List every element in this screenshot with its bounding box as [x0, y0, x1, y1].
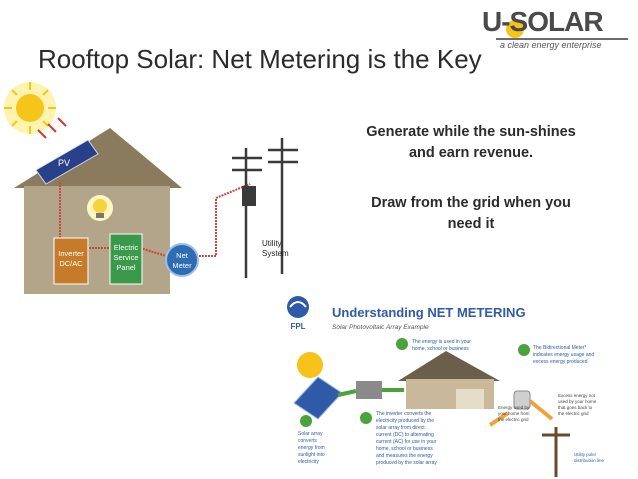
svg-text:home, school or business: home, school or business [376, 446, 433, 452]
generate-message: Generate while the sun-shines and earn r… [342, 122, 600, 164]
panel-label-3: Panel [116, 263, 136, 272]
svg-text:current (DC) to alternating: current (DC) to alternating [376, 432, 434, 438]
light-bulb-icon [87, 195, 113, 221]
svg-text:Energy used by: Energy used by [498, 405, 530, 410]
pv-panel: PV [35, 139, 99, 185]
panel-label-2: Service [113, 253, 138, 262]
svg-text:and measures the energy: and measures the energy [376, 453, 433, 459]
utility-pole-text: Utility pole/ distribution line [574, 452, 605, 463]
logo-underline [496, 38, 628, 40]
inverter-icon [356, 381, 382, 399]
meter-label-2: Meter [172, 261, 192, 270]
utility-label-2: System [262, 249, 289, 258]
fpl-brand: FPL [290, 322, 305, 331]
svg-text:home, school or business: home, school or business [412, 346, 469, 352]
sun-logo-icon [506, 20, 524, 38]
step-1-badge [300, 415, 312, 427]
u-solar-logo: U-SOLAR a clean energy enterprise [482, 6, 632, 54]
grid-energy-text: Energy used by your home from the electr… [498, 405, 530, 422]
svg-text:the electric grid: the electric grid [498, 417, 529, 422]
flow-arrows [337, 388, 404, 397]
logo-tagline: a clean energy enterprise [500, 40, 602, 50]
svg-text:converts: converts [298, 438, 317, 444]
utility-pole-icon [542, 427, 570, 477]
fpl-logo-icon: FPL [287, 296, 309, 331]
svg-text:used by your home: used by your home [558, 399, 597, 404]
step-1-text: Solar array converts energy from sunligh… [298, 431, 325, 465]
fpl-net-metering-infographic: FPL Understanding NET METERING Solar Pho… [280, 293, 636, 479]
step-3-text: The energy is used in your home, school … [412, 339, 471, 352]
sun-icon [4, 82, 56, 134]
generate-line-1: Generate while the sun-shines [366, 124, 576, 140]
draw-line-2: need it [447, 216, 495, 232]
step-4-badge [518, 344, 530, 356]
net-meter: Net Meter [165, 243, 199, 277]
inverter-box: Inverter DC/AC [53, 237, 89, 285]
house-roof [14, 128, 182, 188]
slide-title: Rooftop Solar: Net Metering is the Key [38, 44, 482, 74]
svg-text:Solar array: Solar array [298, 431, 323, 437]
svg-text:electricity: electricity [298, 459, 319, 465]
step-2-text: The inverter converts the electricity pr… [376, 411, 437, 466]
generate-line-2: and earn revenue. [408, 145, 534, 161]
svg-text:current (AC) for use in your: current (AC) for use in your [376, 439, 437, 445]
svg-text:Excess energy not: Excess energy not [558, 393, 596, 398]
utility-pole-icon [232, 138, 298, 278]
inverter-label-1: Inverter [58, 249, 84, 258]
svg-text:excess energy produced: excess energy produced [533, 359, 588, 365]
panel-label-1: Electric [114, 243, 139, 252]
fpl-heading: Understanding NET METERING [332, 305, 526, 320]
excess-energy-text: Excess energy not used by your home that… [558, 393, 597, 416]
pv-label: PV [58, 158, 70, 168]
svg-text:the electric grid: the electric grid [558, 411, 589, 416]
wiring [59, 182, 251, 257]
logo-name: U-SOLAR [482, 6, 604, 37]
step-3-badge [396, 338, 408, 350]
svg-text:sunlight into: sunlight into [298, 452, 325, 458]
sunlight-arrows [37, 117, 67, 139]
svg-text:your home from: your home from [498, 411, 530, 416]
svg-text:The Bidirectional Meter*: The Bidirectional Meter* [533, 345, 586, 351]
step-2-badge [360, 412, 372, 424]
draw-line-1: Draw from the grid when you [371, 195, 571, 211]
fpl-subheading: Solar Photovoltaic Array Example [332, 324, 429, 331]
house-diagram: PV Inverter DC/AC Electric Service Panel… [4, 82, 298, 294]
svg-text:Utility pole/: Utility pole/ [574, 452, 597, 457]
svg-text:The inverter converts the: The inverter converts the [376, 411, 432, 417]
svg-text:solar array from direct: solar array from direct [376, 425, 425, 431]
svg-text:that goes back to: that goes back to [558, 405, 593, 410]
sun-icon [297, 352, 323, 378]
svg-text:electricity produced by the: electricity produced by the [376, 418, 434, 424]
svg-text:The energy is used in your: The energy is used in your [412, 339, 471, 345]
step-4-text: The Bidirectional Meter* indicates energ… [533, 345, 594, 365]
draw-message: Draw from the grid when you need it [342, 193, 600, 235]
bidirectional-meter-icon [513, 390, 531, 410]
svg-text:produced by the solar array: produced by the solar array [376, 460, 437, 466]
electric-service-panel: Electric Service Panel [109, 233, 143, 285]
svg-text:energy from: energy from [298, 445, 325, 451]
meter-label-1: Net [176, 251, 189, 260]
svg-text:distribution line: distribution line [574, 458, 605, 463]
utility-label-1: Utility [262, 239, 282, 248]
svg-text:indicates energy usage and: indicates energy usage and [533, 352, 594, 358]
inverter-label-2: DC/AC [59, 259, 83, 268]
house-icon [398, 351, 500, 409]
